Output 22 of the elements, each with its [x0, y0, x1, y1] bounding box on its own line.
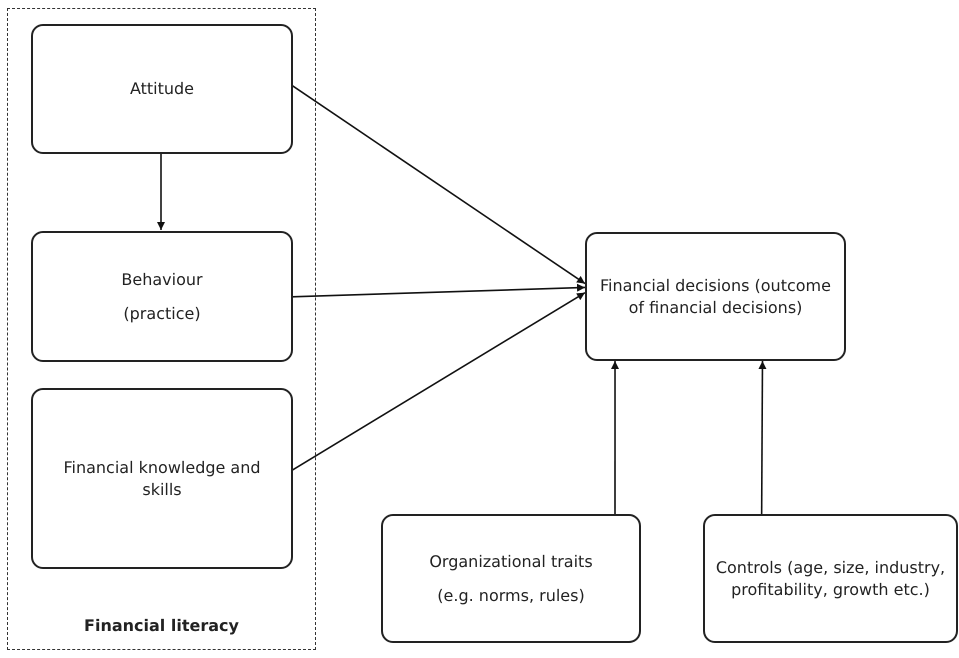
arrow — [292, 284, 586, 298]
arrow — [157, 153, 165, 230]
node-label: Financial decisions (outcome of financial decisions) — [599, 274, 832, 318]
node-label: Financial knowledge and skills — [62, 456, 262, 500]
arrow — [292, 292, 586, 471]
node-label: Organizational traits — [429, 550, 593, 572]
node-label: (e.g. norms, rules) — [437, 584, 585, 606]
node-label: (practice) — [123, 302, 201, 324]
node-label: Attitude — [130, 78, 194, 100]
group-heading: Financial literacy — [84, 615, 239, 637]
group-frame — [7, 8, 316, 650]
process-box — [31, 231, 293, 362]
node-label: Behaviour — [121, 268, 203, 290]
arrow — [611, 361, 620, 514]
process-box — [31, 24, 293, 154]
arrow — [758, 361, 766, 514]
process-box — [585, 232, 846, 361]
arrow — [292, 84, 586, 284]
process-box — [381, 514, 641, 643]
node-label: Controls (age, size, industry, profitability, growth etc.) — [715, 556, 946, 600]
process-box — [31, 388, 293, 569]
process-box — [703, 514, 958, 643]
